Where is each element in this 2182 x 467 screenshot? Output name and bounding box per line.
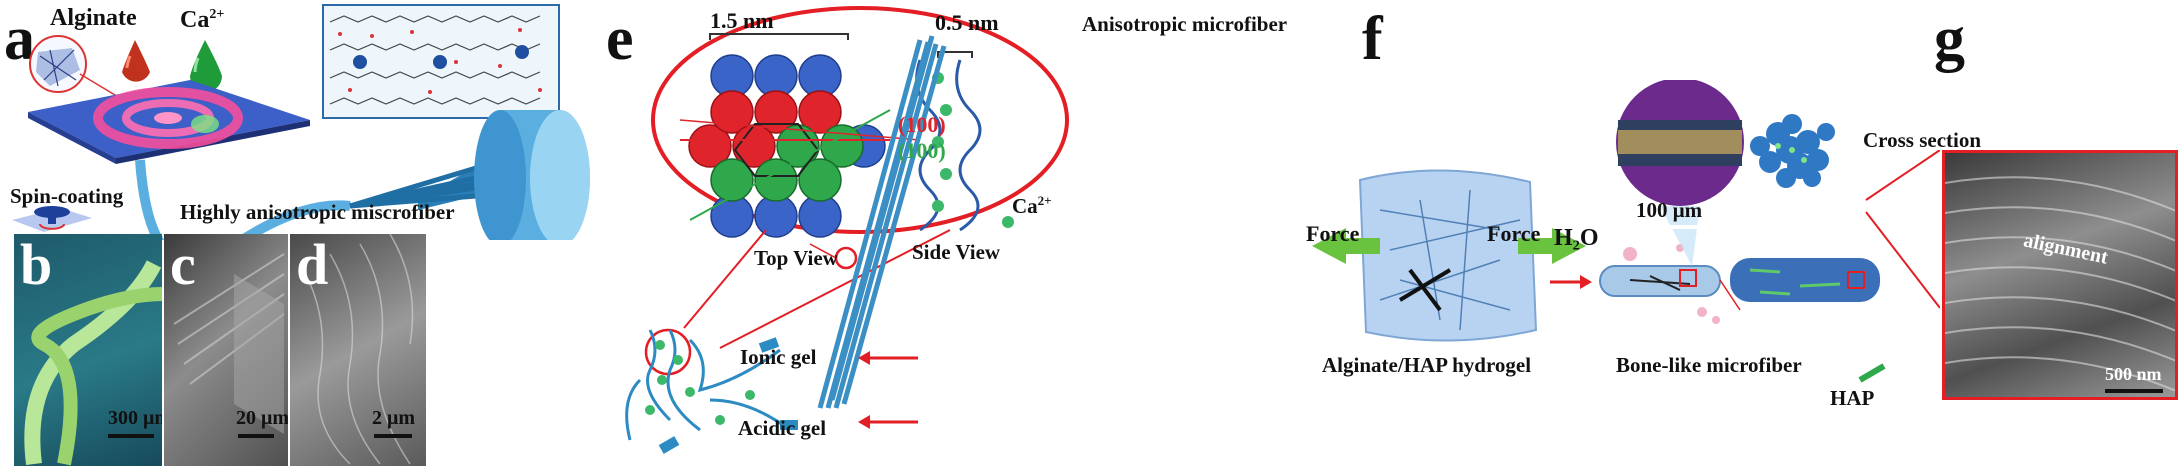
sem-image-g: alignment 500 nm bbox=[1942, 150, 2178, 400]
scale-bar-d bbox=[374, 434, 412, 438]
cross-section-label: Cross section bbox=[1863, 128, 1982, 152]
ionic-gel-network bbox=[625, 328, 798, 454]
alginate-network-inset bbox=[29, 35, 121, 99]
crystal-structure-diagram bbox=[625, 6, 1069, 454]
calcium-label: Ca2+ bbox=[180, 7, 225, 33]
scale-label-c: 20 μm bbox=[236, 407, 288, 429]
arrow-left-icon bbox=[858, 415, 918, 429]
spin-coating-label: Spin-coating bbox=[10, 184, 124, 208]
spacing-dimension-label: 0.5 nm bbox=[935, 10, 999, 35]
top-view-label: Top View bbox=[754, 246, 838, 270]
alginate-label: Alginate bbox=[50, 5, 137, 31]
force-right-label: Force bbox=[1487, 221, 1541, 246]
bone-like-fiber-diagram bbox=[1312, 80, 1886, 383]
plane-label-red: (100) bbox=[898, 112, 946, 137]
panel-label-e: e bbox=[606, 5, 634, 73]
molecular-structure-inset bbox=[322, 4, 560, 119]
spin-coater-icon bbox=[12, 206, 92, 232]
arrow-right-icon bbox=[1550, 275, 1592, 289]
scale-label-b: 300 μm bbox=[108, 407, 162, 429]
thin-microfiber bbox=[1599, 244, 1721, 324]
alginate-droplet bbox=[122, 40, 150, 82]
sem-image-c: c 20 μm bbox=[164, 234, 288, 466]
acidic-gel-label: Acidic gel bbox=[738, 416, 827, 440]
force-left-label: Force bbox=[1306, 221, 1360, 246]
micrograph-scale-bar bbox=[1636, 225, 1710, 229]
disc-grid bbox=[679, 54, 921, 238]
hap-label: HAP bbox=[1830, 386, 1875, 410]
side-view-label: Side View bbox=[912, 240, 1001, 264]
ionic-gel-label: Ionic gel bbox=[740, 345, 817, 369]
sem-image-b: b 300 μm bbox=[14, 234, 162, 466]
arrow-left-icon bbox=[858, 351, 918, 365]
scale-bar-g bbox=[2105, 389, 2163, 393]
lattice-dimension-label: 1.5 nm bbox=[710, 8, 774, 33]
hap-rod-icon bbox=[1858, 363, 1886, 383]
gel-arrows bbox=[858, 351, 918, 429]
optical-micrograph-inset bbox=[1616, 80, 1744, 266]
scale-bar-c bbox=[238, 434, 274, 438]
calcium-droplet bbox=[190, 40, 222, 92]
water-label: H₂O bbox=[1554, 225, 1599, 251]
panel-label-g: g bbox=[1934, 5, 1965, 73]
micrograph-scale-label: 100 μm bbox=[1636, 198, 1703, 222]
panel-label-f: f bbox=[1362, 5, 1383, 73]
cross-section-cluster bbox=[1750, 114, 1835, 188]
microfiber-bundle bbox=[135, 110, 590, 240]
spin-coating-illustration bbox=[12, 4, 590, 240]
hydrogel-block bbox=[1312, 169, 1586, 342]
hydrogel-label: Alginate/HAP hydrogel bbox=[1322, 353, 1532, 377]
panel-label-c: c bbox=[170, 234, 196, 297]
sem-image-d: d 2 μm bbox=[290, 234, 426, 466]
calcium-ion-label: Ca2+ bbox=[1012, 193, 1052, 218]
panel-label-d: d bbox=[296, 234, 329, 297]
anisotropic-microfiber bbox=[809, 35, 947, 409]
bone-like-fiber-bundle bbox=[1719, 258, 1880, 311]
bone-fiber-label: Bone-like microfiber bbox=[1616, 353, 1802, 377]
anisotropic-fiber-label: Highly anisotropic miscrofiber bbox=[180, 200, 455, 224]
scale-bar-b bbox=[108, 434, 154, 438]
scale-label-d: 2 μm bbox=[372, 407, 415, 429]
plane-label-green: (100) bbox=[898, 138, 946, 163]
zoom-connector-lines bbox=[1865, 150, 1940, 309]
spin-plate bbox=[28, 80, 310, 164]
scale-label-g: 500 nm bbox=[2105, 364, 2162, 384]
panel-label-b: b bbox=[20, 234, 53, 297]
anisotropic-microfiber-label: Anisotropic microfiber bbox=[1082, 12, 1288, 36]
